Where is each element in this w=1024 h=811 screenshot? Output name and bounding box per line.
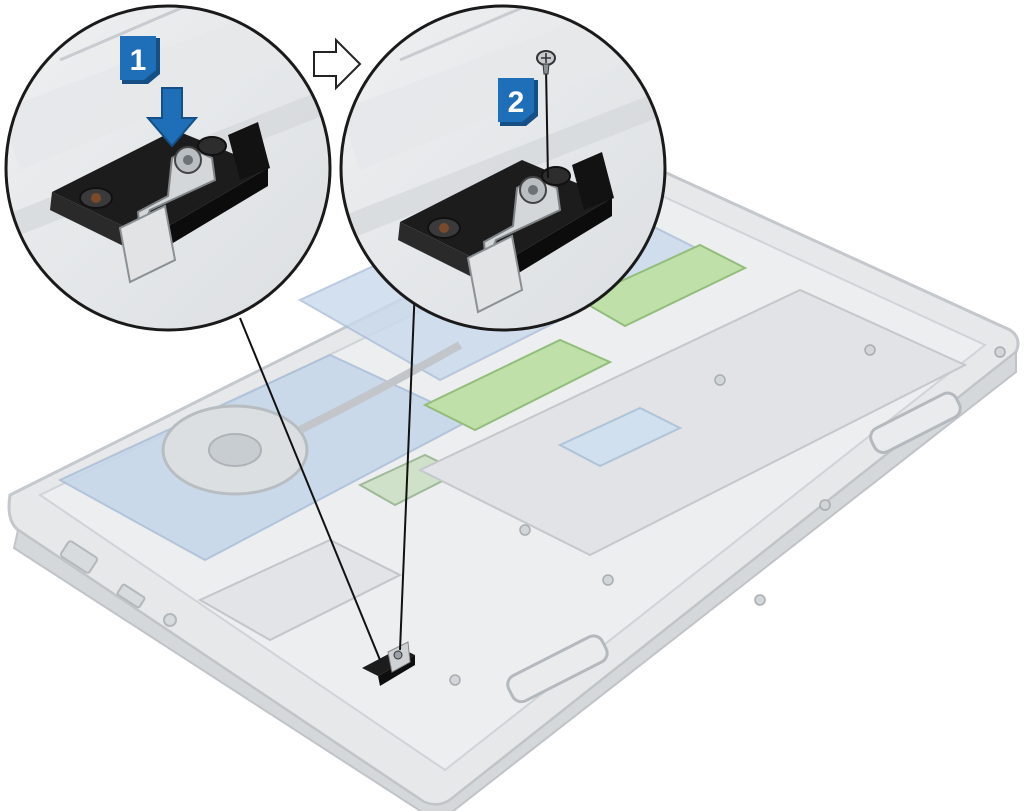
chassis-front-edge: [12, 349, 1017, 811]
keyboard-support-plate: [417, 288, 968, 557]
installed-bracket: [362, 641, 415, 686]
usb-port: [116, 583, 146, 609]
ssd-bay: [197, 538, 403, 642]
speaker-left: [506, 634, 609, 704]
screw: [536, 50, 556, 75]
touchpad-cable-area: [557, 406, 683, 468]
callout-line-left: [239, 317, 381, 661]
zoom-circle-step-1: [4, 4, 332, 332]
audio-jack: [163, 613, 177, 627]
callout-line-right: [399, 285, 416, 651]
vga-port: [59, 540, 99, 574]
cooling-fan-hub: [208, 433, 262, 467]
screw-guide-line: [545, 67, 549, 179]
bracket-step-1: [50, 122, 270, 284]
bracket-step-2: [398, 152, 614, 314]
screw-bosses: [449, 344, 1006, 686]
step-number-1: 1: [130, 44, 147, 77]
laptop-base-chassis: [7, 168, 1020, 811]
step-badge-2: 2: [498, 78, 538, 126]
next-step-arrow-icon: [313, 37, 362, 91]
memory-module-1: [422, 338, 613, 432]
step-badge-1: 1: [120, 36, 160, 84]
memory-module-2: [577, 243, 748, 328]
heat-pipe: [298, 341, 462, 434]
press-down-arrow: [145, 87, 199, 148]
speaker-right: [869, 391, 962, 454]
step-number-2: 2: [508, 86, 525, 119]
